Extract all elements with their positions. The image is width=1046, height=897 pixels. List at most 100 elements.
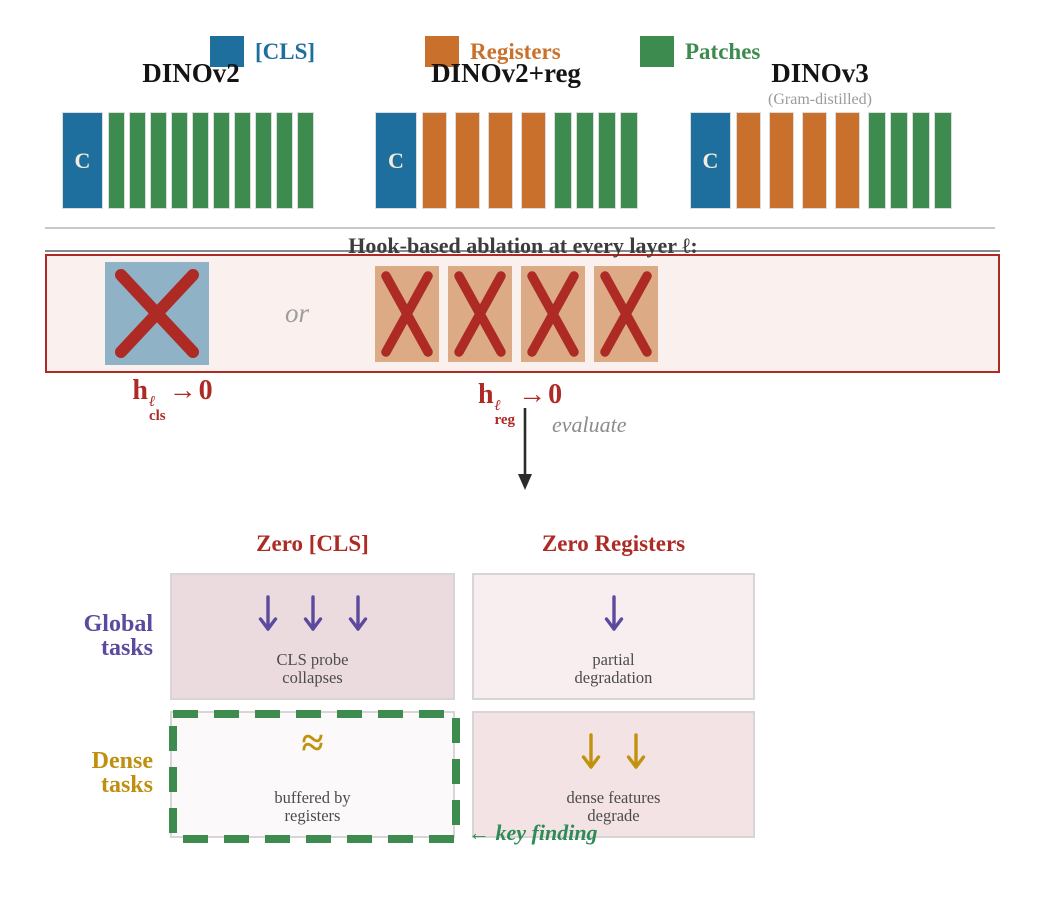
formula-zero: 0 [198,375,213,406]
x-mark-icon [454,271,506,357]
patch-token [934,112,952,209]
cls-token: C [375,112,417,209]
x-mark-icon [115,269,199,358]
register-token [769,112,794,209]
cls-token: C [690,112,731,209]
x-mark-icon [381,271,433,357]
x-mark-icon [527,271,579,357]
formula-zero: 0 [548,379,563,410]
down-arrow-icon [626,733,646,769]
caption-line: collapses [282,667,343,687]
crossed-cls-token [105,262,209,365]
patch-token [192,112,209,209]
patch-token [576,112,594,209]
caption-line: CLS probe [276,649,349,669]
legend-item-registers: Registers [425,36,561,67]
cell-global-zero-cls: CLS probe collapses [170,573,455,700]
model-title-dinov2reg: DINOv2+reg [431,58,581,88]
patch-token [234,112,251,209]
register-token [802,112,827,209]
registers-color-swatch [425,36,459,67]
cell-caption: buffered by registers [172,788,453,825]
cls-token: C [62,112,103,209]
crossed-register-token [375,266,439,362]
patch-token [890,112,908,209]
legend-item-patches: Patches [640,36,760,67]
cell-caption: CLS probe collapses [172,649,453,687]
formula-superscript: ℓ [494,398,501,414]
model-title-dinov2: DINOv2 [142,58,240,88]
legend-label-patches: Patches [685,38,761,64]
maps-to-arrow: → [518,379,547,410]
formula-base: h [477,379,494,410]
row-label-dense-tasks: Dense tasks [43,749,153,797]
down-arrows [474,733,753,771]
row-label-line: Global [83,611,153,637]
down-arrow-icon [604,595,623,631]
formula-superscript: ℓ [148,394,156,410]
caption-line: dense features [566,787,661,807]
row-label-line: tasks [100,635,153,661]
patch-token [150,112,167,209]
patches-color-swatch [640,36,674,67]
caption-line: degradation [574,667,653,687]
register-token [422,112,447,209]
formula-base: h [132,375,148,406]
formula-subscript: reg [494,412,516,429]
token-row-dinov2reg: C [375,112,642,209]
legend-label-cls: [CLS] [255,38,316,64]
register-token [488,112,513,209]
patch-token [129,112,146,209]
cls-color-swatch [210,36,244,67]
evaluate-label: evaluate [552,412,627,437]
patch-token [171,112,188,209]
legend-item-cls: [CLS] [210,36,315,67]
cell-caption: partial degradation [474,649,753,687]
column-header-zero-registers: Zero Registers [541,531,686,556]
cell-dense-zero-registers: dense features degrade [472,711,755,838]
caption-line: registers [284,805,341,825]
heading-underline [45,250,1000,252]
patch-token [620,112,638,209]
row-label-global-tasks: Global tasks [43,612,153,660]
model-subtitle-gram-distilled: (Gram-distilled) [768,91,872,108]
patch-token [276,112,293,209]
patch-token [554,112,572,209]
evaluate-down-arrow-icon [518,408,532,490]
token-bars [422,112,642,209]
x-mark-icon [600,271,652,357]
caption-line: partial [592,649,635,669]
down-arrow-icon [303,595,322,631]
cell-global-zero-registers: partial degradation [472,573,755,700]
crossed-register-token [521,266,585,362]
patch-token [255,112,272,209]
or-label: or [284,298,309,328]
cell-caption: dense features degrade [474,787,753,825]
register-token [521,112,546,209]
cell-dense-zero-cls: ≈ buffered by registers [169,710,460,843]
section-divider-line [45,227,995,229]
down-arrows [474,595,753,633]
row-label-line: Dense [91,748,153,774]
down-arrow-icon [258,595,277,631]
patch-token [868,112,886,209]
token-bars [108,112,318,209]
crossed-register-token [594,266,658,362]
formula-subscript: cls [148,408,166,425]
register-token [835,112,860,209]
patch-token [213,112,230,209]
token-bars [736,112,956,209]
maps-to-arrow: → [168,375,197,406]
token-row-dinov3: C [690,112,956,209]
patch-token [912,112,930,209]
row-label-line: tasks [100,772,153,798]
key-finding-annotation: ← key finding [468,820,598,845]
register-token [736,112,761,209]
caption-line: degrade [587,805,640,825]
crossed-register-tokens [375,266,658,362]
